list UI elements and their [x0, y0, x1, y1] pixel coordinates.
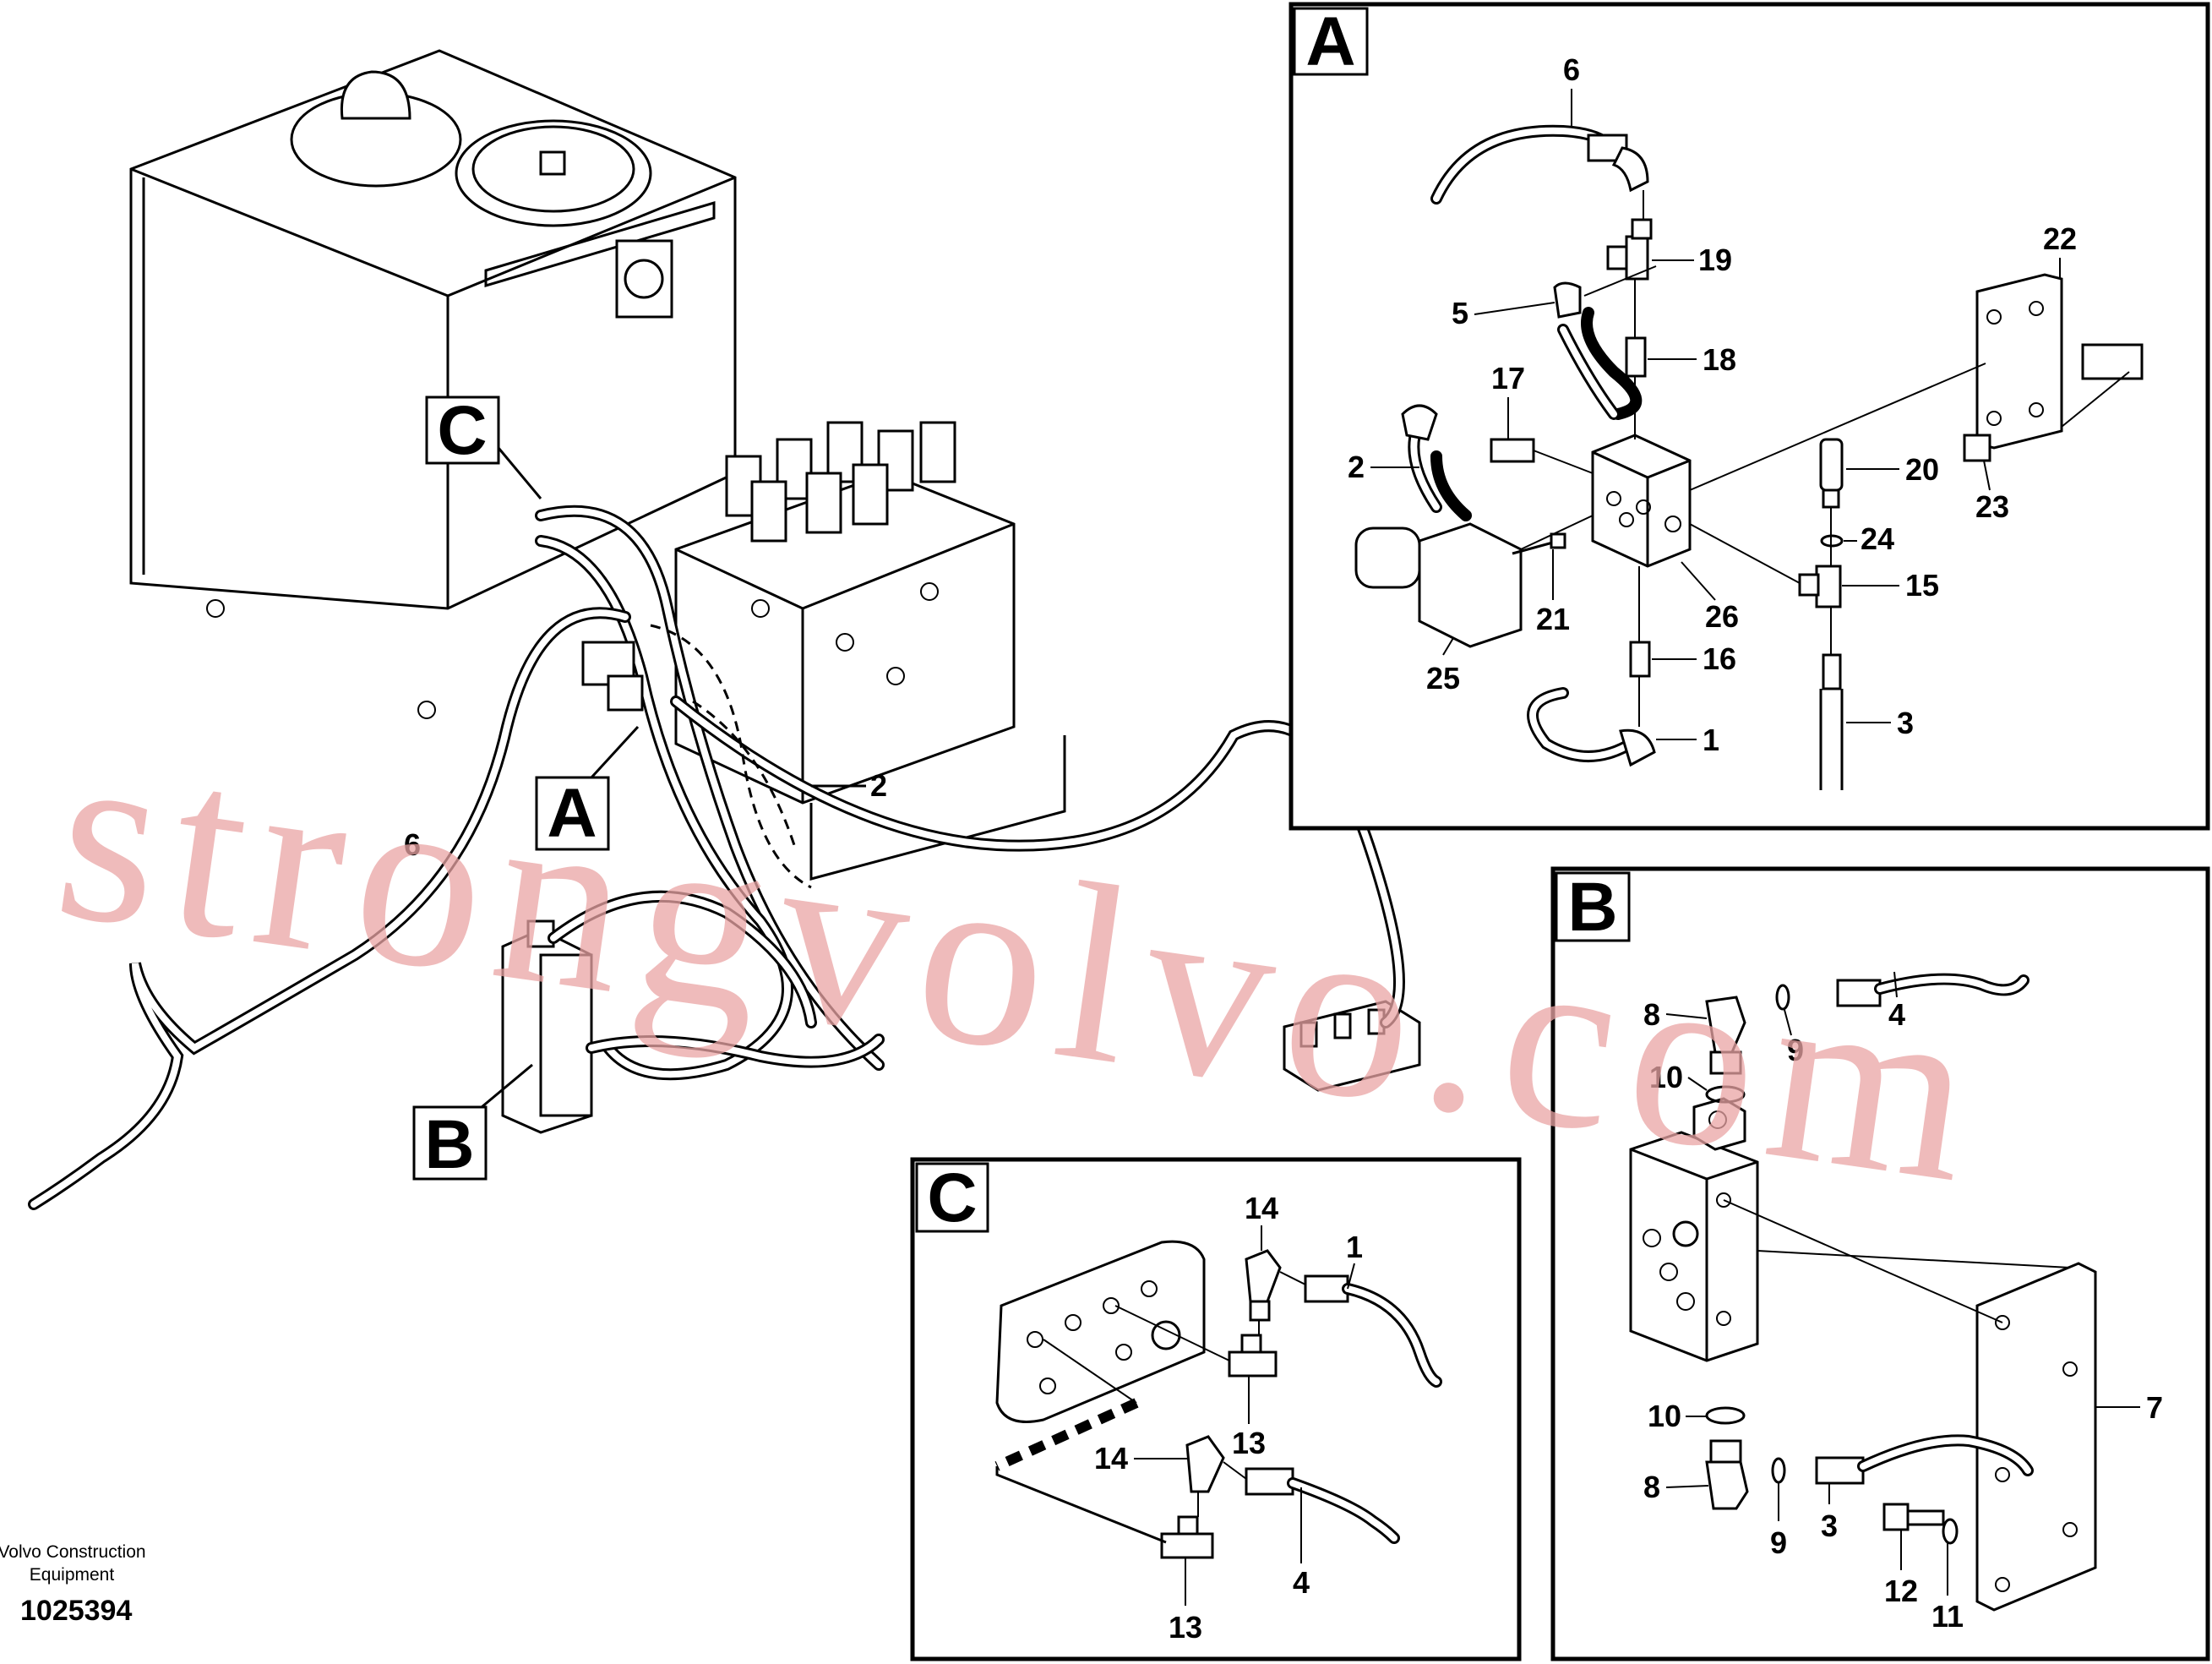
label-a-6: 6 — [1563, 52, 1580, 87]
label-a-5: 5 — [1452, 296, 1468, 330]
label-c-14-upper: 14 — [1245, 1191, 1278, 1225]
ref-c-overview: C — [437, 392, 487, 469]
detail-c-panel: C 14 — [910, 1157, 1522, 1661]
label-b-10-upper: 10 — [1649, 1060, 1683, 1094]
hoses-overview — [28, 505, 1405, 1210]
label-b-9-upper: 9 — [1787, 1033, 1804, 1067]
label-a-2: 2 — [1348, 450, 1365, 484]
label-b-11: 11 — [1931, 1599, 1964, 1634]
ref-a-overview: A — [547, 775, 597, 852]
detail-b-panel: B — [1550, 866, 2210, 1661]
hydraulic-tank — [129, 49, 737, 719]
label-a-19: 19 — [1698, 243, 1732, 277]
label-c-13-lower: 13 — [1169, 1610, 1202, 1645]
connection-block-b-location — [501, 919, 593, 1134]
label-a-24: 24 — [1861, 521, 1894, 556]
label-hose-2-overview: 2 — [870, 768, 887, 803]
drawing-number: 1025394 — [20, 1595, 132, 1627]
label-a-26: 26 — [1705, 599, 1739, 634]
label-a-16: 16 — [1703, 641, 1736, 676]
detail-b-title: B — [1567, 869, 1617, 946]
label-a-15: 15 — [1905, 568, 1939, 603]
label-c-4: 4 — [1293, 1565, 1310, 1600]
label-a-3: 3 — [1897, 706, 1914, 740]
label-b-9-lower: 9 — [1770, 1525, 1787, 1560]
label-c-14-lower: 14 — [1094, 1441, 1128, 1476]
label-c-1: 1 — [1346, 1230, 1363, 1264]
label-a-25: 25 — [1426, 661, 1460, 696]
label-b-3: 3 — [1821, 1509, 1838, 1543]
label-b-4: 4 — [1888, 997, 1905, 1032]
label-a-23: 23 — [1975, 489, 2009, 524]
detail-c-title: C — [927, 1159, 977, 1236]
footer-block: Volvo Construction Equipment 1025394 — [0, 1542, 146, 1627]
label-a-22: 22 — [2043, 221, 2077, 256]
label-a-20: 20 — [1905, 452, 1939, 487]
label-b-7: 7 — [2146, 1390, 2163, 1425]
label-b-8-upper: 8 — [1643, 997, 1660, 1032]
label-b-10-lower: 10 — [1648, 1399, 1681, 1433]
label-b-12: 12 — [1884, 1574, 1918, 1608]
label-c-13-upper: 13 — [1232, 1426, 1266, 1460]
detail-a-title: A — [1305, 3, 1355, 80]
label-a-21: 21 — [1536, 602, 1570, 636]
label-a-17: 17 — [1491, 361, 1525, 396]
footer-company-line2: Equipment — [30, 1565, 115, 1585]
detail-a-panel: A — [1289, 2, 2210, 831]
label-hose-6-overview: 6 — [404, 827, 421, 862]
label-a-18: 18 — [1703, 342, 1736, 377]
ref-b-overview: B — [424, 1106, 474, 1183]
overview-callouts: C A B 2 6 — [404, 392, 887, 1183]
footer-company-line1: Volvo Construction — [0, 1542, 146, 1562]
label-b-8-lower: 8 — [1643, 1470, 1660, 1504]
label-a-1: 1 — [1703, 723, 1719, 757]
main-control-valve — [674, 421, 1066, 881]
